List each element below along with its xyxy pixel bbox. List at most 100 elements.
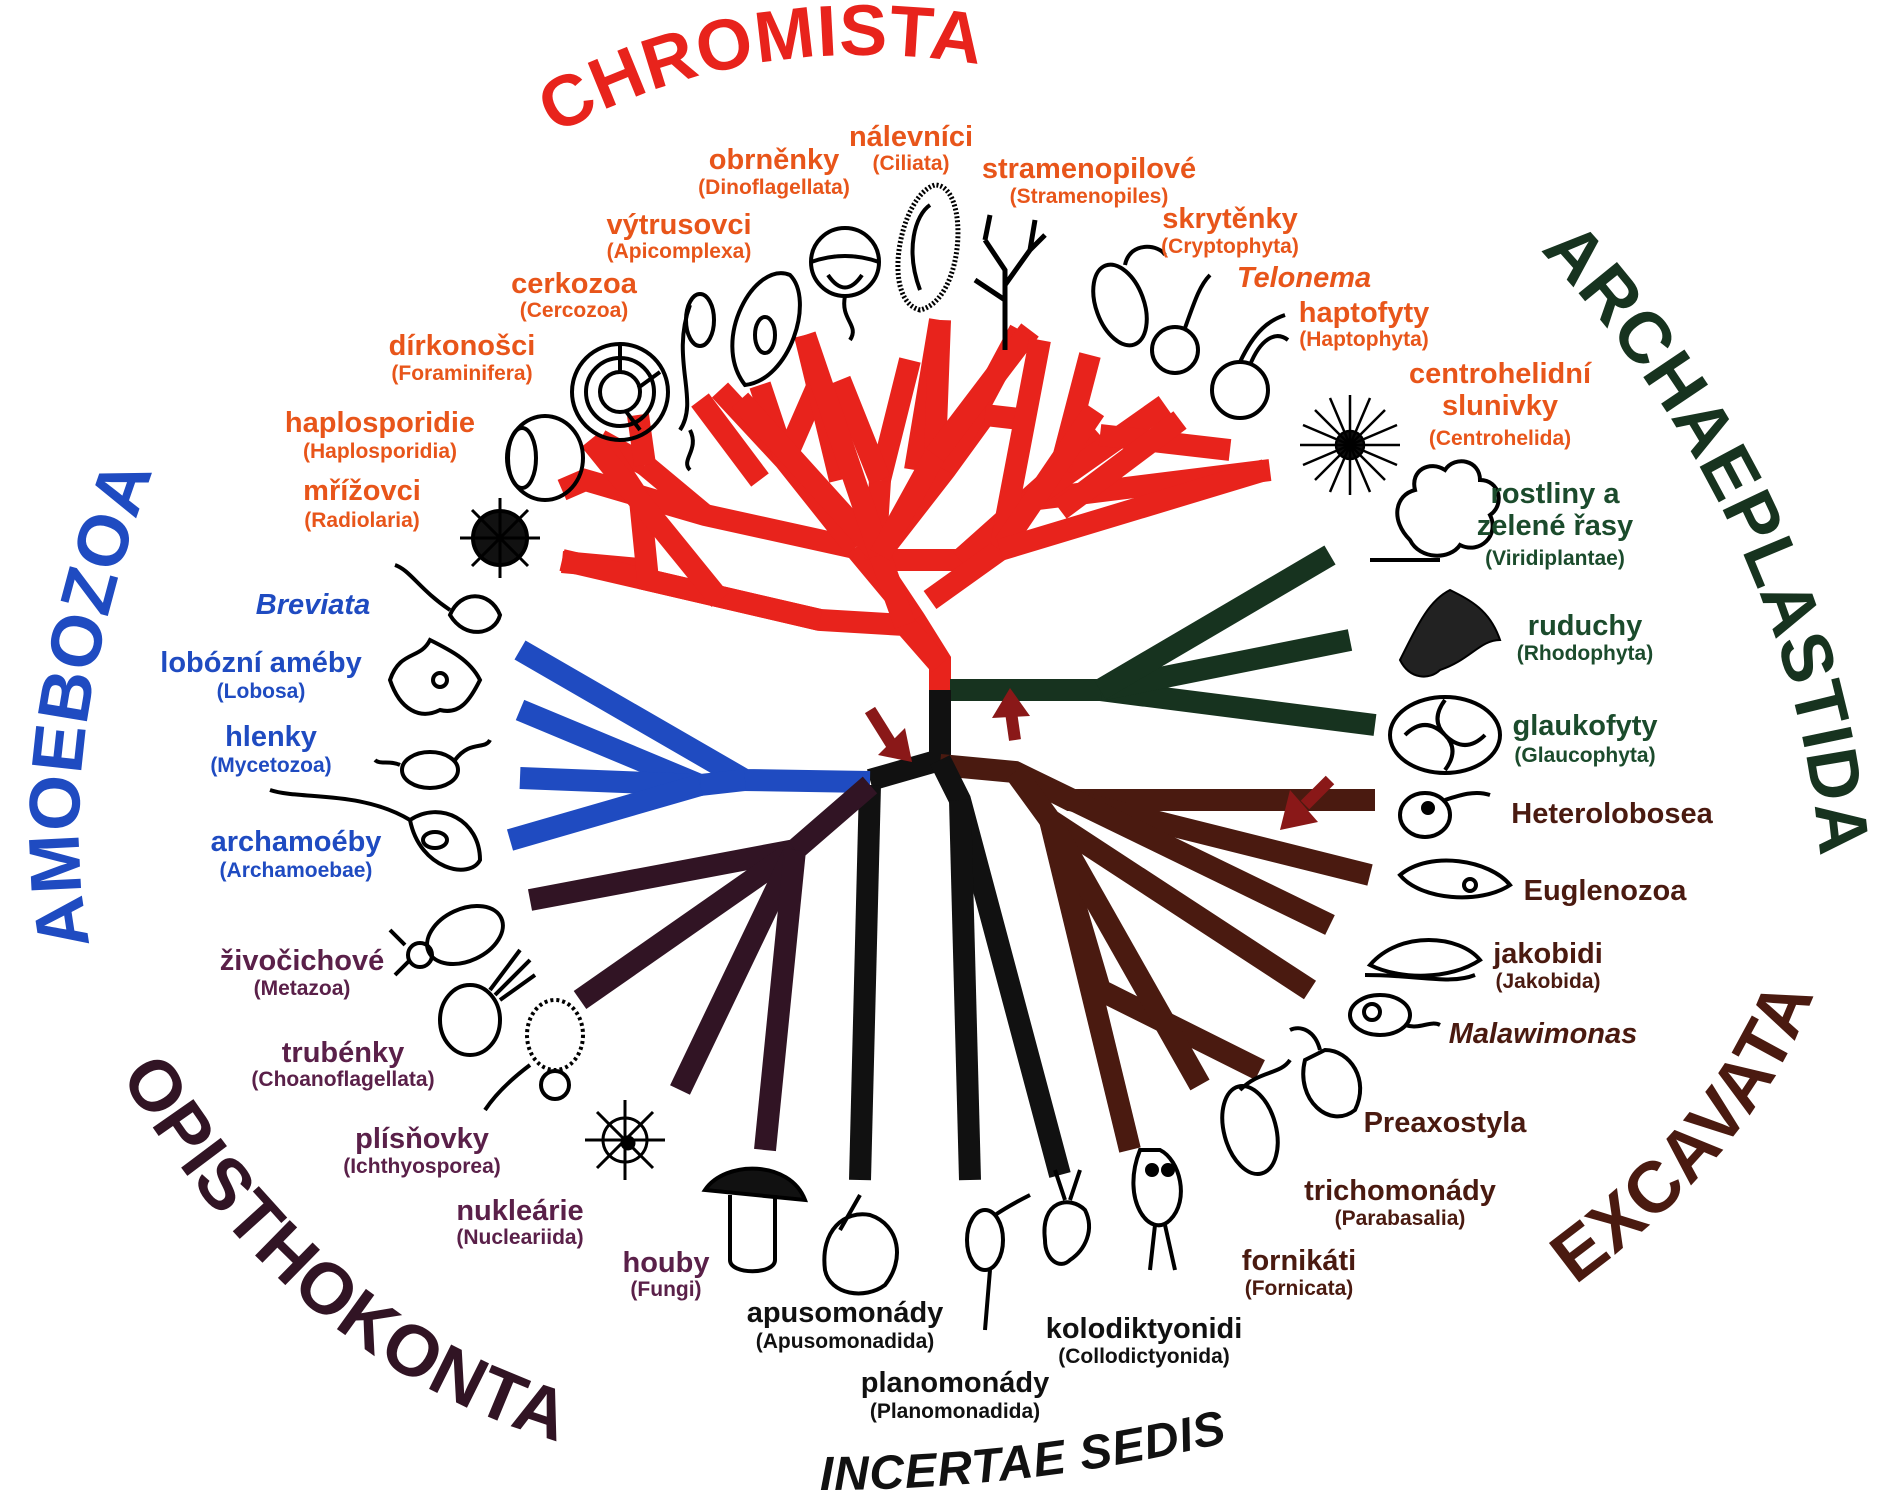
taxon-name: archamoéby xyxy=(211,826,382,858)
foraminifera-shell-icon xyxy=(570,342,670,442)
taxon-name: nukleárie xyxy=(456,1195,583,1227)
green-plant-icon xyxy=(1370,459,1501,562)
taxon-latin: (Radiolaria) xyxy=(304,509,420,532)
chromista-fan xyxy=(559,319,1269,673)
nucleariid-icon xyxy=(585,1100,665,1180)
taxon-name: ruduchy xyxy=(1528,610,1642,642)
taxon-name: obrněnky xyxy=(709,144,840,176)
taxon-name: lobózní améby xyxy=(160,647,361,679)
chromista-labels: mřížovci (Radiolaria) haplosporidie (Hap… xyxy=(285,121,1592,532)
taxon-name: Breviata xyxy=(256,589,370,621)
evolution-arrows xyxy=(864,688,1335,830)
cercozoan-icon xyxy=(678,292,716,472)
taxon-latin: (Glaucophyta) xyxy=(1514,744,1655,767)
taxon-latin: (Lobosa) xyxy=(217,680,306,703)
taxon-latin: (Parabasalia) xyxy=(1335,1207,1466,1230)
dinoflagellate-icon xyxy=(809,226,881,342)
taxon-name: centrohelidní xyxy=(1409,358,1592,390)
malawimonas-icon xyxy=(1348,993,1441,1037)
taxon-latin: (Apicomplexa) xyxy=(607,240,752,263)
taxon-latin: (Jakobida) xyxy=(1495,970,1600,993)
jakobid-icon xyxy=(1364,938,1483,982)
amoebozoa-branches xyxy=(506,640,871,851)
haptophyte-icon xyxy=(1210,313,1290,420)
excavata-labels: Heterolobosea Euglenozoa jakobidi (Jakob… xyxy=(1242,798,1714,1300)
taxon-latin: (Fungi) xyxy=(630,1278,701,1301)
taxon-latin: (Centrohelida) xyxy=(1429,427,1571,450)
taxon-name: živočichové xyxy=(220,945,384,977)
taxon-latin: (Cryptophyta) xyxy=(1161,235,1299,258)
taxon-name: trichomonády xyxy=(1304,1175,1496,1207)
taxon-name: stramenopilové xyxy=(982,153,1196,185)
taxon-latin: (Choanoflagellata) xyxy=(251,1068,434,1091)
cryptophyte-icon xyxy=(1091,244,1167,348)
planomonad-icon xyxy=(965,1193,1031,1331)
taxon-name: Euglenozoa xyxy=(1524,875,1688,907)
giardia-icon xyxy=(1131,1148,1183,1271)
taxon-name: kolodiktyonidi xyxy=(1046,1313,1243,1345)
euglenozoan-icon xyxy=(1397,858,1513,900)
archaeplastida-branches xyxy=(950,545,1377,736)
apicomplexan-icon xyxy=(730,271,802,388)
breviata-icon xyxy=(394,563,503,634)
taxon-latin: (Foraminifera) xyxy=(391,362,532,385)
arrow-icon xyxy=(992,688,1030,741)
organism-illustrations xyxy=(269,182,1513,1331)
taxon-latin: (Nucleariida) xyxy=(456,1226,583,1249)
taxon-name: Telonema xyxy=(1237,262,1371,294)
taxon-latin: (Collodictyonida) xyxy=(1058,1345,1230,1368)
choanoflagellate-icon xyxy=(438,948,537,1057)
opisthokonta-branches xyxy=(527,776,878,1152)
glaucophyte-icon xyxy=(1388,695,1502,775)
taxon-name: apusomonády xyxy=(747,1297,944,1329)
taxon-name: haplosporidie xyxy=(285,407,475,439)
taxon-latin: (Fornicata) xyxy=(1245,1277,1354,1300)
excavata-branches xyxy=(938,754,1375,1153)
taxon-name: rostliny a xyxy=(1491,478,1621,510)
taxon-name: fornikáti xyxy=(1242,1245,1356,1277)
stramenopile-icon xyxy=(973,214,1047,350)
taxon-latin: (Dinoflagellata) xyxy=(698,176,850,199)
taxon-latin: (Stramenopiles) xyxy=(1010,185,1169,208)
taxon-latin: (Planomonadida) xyxy=(870,1400,1040,1423)
taxon-name: Malawimonas xyxy=(1449,1018,1638,1050)
taxon-latin: (Ichthyosporea) xyxy=(343,1155,501,1178)
taxon-name: houby xyxy=(623,1247,710,1279)
taxon-latin: (Mycetozoa) xyxy=(210,754,331,777)
opisthokonta-labels: houby (Fungi) nukleárie (Nucleariida) pl… xyxy=(220,945,710,1301)
preaxostyla-icon xyxy=(1289,1026,1363,1119)
beetle-icon xyxy=(388,903,505,977)
telonema-icon xyxy=(1150,273,1212,375)
centrohelid-sun-icon xyxy=(1300,395,1400,495)
taxon-name: dírkonošci xyxy=(389,330,536,362)
taxon-latin: (Ciliata) xyxy=(872,152,949,175)
taxon-name: slunivky xyxy=(1442,390,1558,422)
archamoeba-icon xyxy=(269,788,483,872)
taxon-latin: (Metazoa) xyxy=(254,977,351,1000)
lobosa-amoeba-icon xyxy=(387,637,483,716)
taxon-name: mřížovci xyxy=(303,475,421,507)
heterolobosean-icon xyxy=(1398,790,1491,839)
arrow-icon xyxy=(1280,775,1335,830)
trichomonad-icon xyxy=(1220,1058,1292,1176)
amoebozoa-labels: archamoéby (Archamoebae) hlenky (Mycetoz… xyxy=(160,589,381,882)
archaeplastida-labels: rostliny a zelené řasy (Viridiplantae) r… xyxy=(1477,478,1658,767)
taxon-name: skrytěnky xyxy=(1162,203,1297,235)
taxon-name: haptofyty xyxy=(1299,297,1430,329)
taxon-name: cerkozoa xyxy=(511,268,638,300)
haplosporidian-icon xyxy=(505,414,585,502)
taxon-name: glaukofyty xyxy=(1512,710,1657,742)
arrow-icon xyxy=(864,706,912,762)
mushroom-icon xyxy=(701,1166,809,1274)
taxon-name: planomonády xyxy=(861,1367,1050,1399)
ichthyosporean-icon xyxy=(483,998,585,1112)
apusomonad-icon xyxy=(822,1194,899,1296)
taxon-name: nálevníci xyxy=(849,121,973,153)
taxon-name: výtrusovci xyxy=(606,209,751,241)
taxon-latin: (Archamoebae) xyxy=(220,859,373,882)
taxon-name: Heterolobosea xyxy=(1511,798,1713,830)
ciliate-icon xyxy=(895,182,961,313)
radiolarian-icon xyxy=(460,498,540,578)
supergroup-amoebozoa: AMOEBOZOA xyxy=(14,449,168,955)
